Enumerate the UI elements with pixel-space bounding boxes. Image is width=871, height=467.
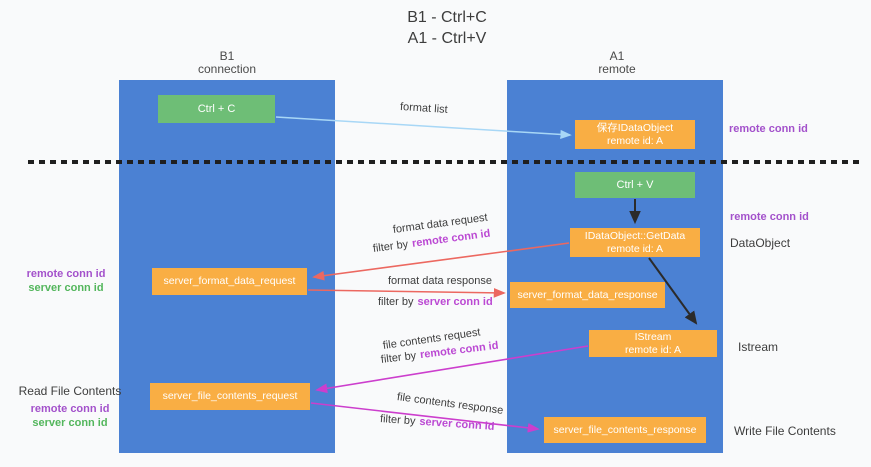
node-istream-line2: remote id: A [624,343,682,356]
node-server-format-data-request-label: server_format_data_request [163,275,296,287]
left-read-file-group: Read File Contents remote conn id server… [18,384,122,430]
right-label-dataobject: DataObject [730,236,791,250]
label-file-contents-response: file contents response [396,391,504,417]
left-label-server-conn-id-1: server conn id [28,282,104,294]
node-server-format-data-request: server_format_data_request [152,268,307,295]
arrow-format-data-response [307,287,506,298]
node-save-idataobject-line1: 保存IDataObject [596,121,674,134]
column-a1-subtitle: remote [598,62,636,76]
node-server-file-contents-request-label: server_file_contents_request [162,390,298,402]
node-getdata-line1: IDataObject::GetData [584,229,686,242]
filter-by-text-4: filter by [379,413,416,428]
left-label-server-conn-id-2: server conn id [32,417,108,429]
column-header-a1: A1 remote [557,50,677,76]
node-server-format-data-response: server_format_data_response [510,282,665,308]
column-a1-name: A1 [609,49,625,63]
right-label-write-file-contents: Write File Contents [734,424,836,438]
node-ctrl-c: Ctrl + C [158,95,275,123]
node-server-format-data-response-label: server_format_data_response [517,288,658,301]
column-header-b1: B1 connection [167,50,287,76]
node-istream: IStream remote id: A [589,330,717,357]
node-save-idataobject: 保存IDataObject remote id: A [575,120,695,149]
filter-by-text-1: filter by [372,238,409,255]
right-label-remote-conn-id-top: remote conn id [729,123,808,135]
right-label-istream: Istream [738,340,779,354]
left-conn-ids-top: remote conn id server conn id [18,267,114,295]
node-ctrl-v: Ctrl + V [575,172,695,198]
node-istream-line1: IStream [634,330,672,343]
node-server-file-contents-request: server_file_contents_request [150,383,310,410]
right-label-remote-conn-id-mid: remote conn id [730,211,809,223]
node-server-file-contents-response: server_file_contents_response [544,417,706,443]
filter-by-text-2: filter by [378,296,414,308]
label-format-data-response: format data response [388,275,492,287]
node-save-idataobject-line2: remote id: A [606,134,664,147]
column-b1-subtitle: connection [197,62,257,76]
label-format-list: format list [399,101,448,116]
title-line-1: B1 - Ctrl+C [407,9,487,26]
column-b1-name: B1 [219,49,235,63]
node-getdata-line2: remote id: A [606,242,664,255]
left-label-remote-conn-id-1: remote conn id [26,268,106,280]
node-idataobject-getdata: IDataObject::GetData remote id: A [570,228,700,257]
diagram-title: B1 - Ctrl+C A1 - Ctrl+V [327,7,567,49]
filter-key-server-2: server conn id [417,296,493,308]
filter-key-server-4: server conn id [418,415,495,433]
left-label-read-file-contents: Read File Contents [18,384,122,398]
node-ctrl-c-label: Ctrl + C [197,102,236,115]
node-server-file-contents-response-label: server_file_contents_response [553,423,697,436]
node-ctrl-v-label: Ctrl + V [616,178,654,191]
left-label-remote-conn-id-2: remote conn id [30,403,110,415]
title-line-2: A1 - Ctrl+V [407,30,487,47]
